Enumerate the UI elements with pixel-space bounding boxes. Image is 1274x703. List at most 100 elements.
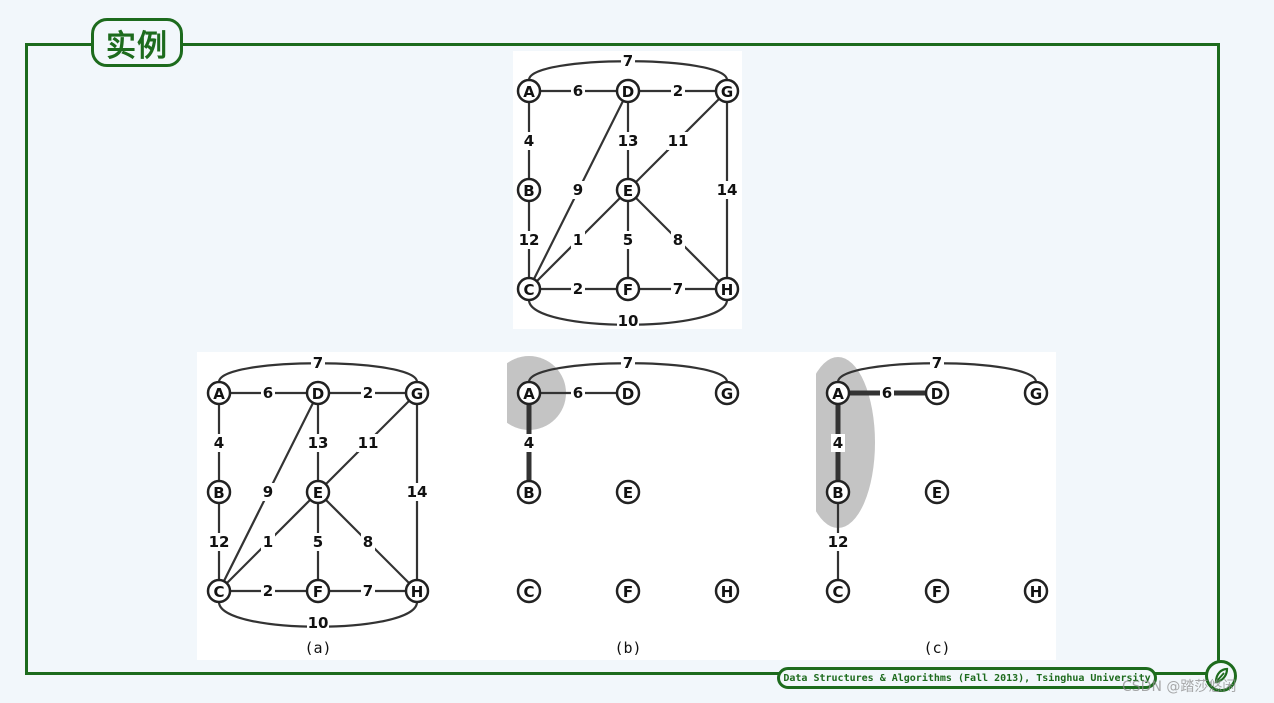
edge-weight-A-D: 6 bbox=[263, 384, 273, 402]
node-C: C bbox=[825, 578, 851, 604]
svg-text:D: D bbox=[931, 385, 943, 403]
edge-weight-D-G: 2 bbox=[673, 82, 683, 100]
svg-text:E: E bbox=[313, 484, 323, 502]
edge-weight-C-F: 2 bbox=[573, 280, 583, 298]
svg-text:H: H bbox=[411, 583, 424, 601]
node-B: B bbox=[516, 177, 542, 203]
edge-weight-F-H: 7 bbox=[363, 582, 373, 600]
node-H: H bbox=[714, 276, 740, 302]
svg-text:G: G bbox=[1030, 385, 1042, 403]
svg-text:F: F bbox=[623, 583, 633, 601]
svg-text:H: H bbox=[1030, 583, 1043, 601]
svg-text:F: F bbox=[623, 281, 633, 299]
svg-text:A: A bbox=[213, 385, 225, 403]
svg-text:G: G bbox=[721, 385, 733, 403]
svg-text:D: D bbox=[312, 385, 324, 403]
edge-weight-A-D: 6 bbox=[573, 82, 583, 100]
watermark-text: CSDN @踏莎悠闲 bbox=[1122, 679, 1237, 695]
node-F: F bbox=[924, 578, 950, 604]
node-A: A bbox=[825, 380, 851, 406]
svg-text:H: H bbox=[721, 281, 734, 299]
svg-text:B: B bbox=[523, 182, 534, 200]
svg-text:G: G bbox=[411, 385, 423, 403]
edge-weight-G-H: 14 bbox=[717, 181, 738, 199]
node-C: C bbox=[206, 578, 232, 604]
svg-text:A: A bbox=[832, 385, 844, 403]
edge-weight-D-G: 2 bbox=[363, 384, 373, 402]
highlight-region-AB bbox=[816, 357, 875, 528]
node-G: G bbox=[1023, 380, 1049, 406]
svg-text:A: A bbox=[523, 83, 535, 101]
edge-weight-F-H: 7 bbox=[673, 280, 683, 298]
edge-weight-A-G: 7 bbox=[932, 354, 942, 372]
node-E: E bbox=[615, 177, 641, 203]
svg-text:F: F bbox=[932, 583, 942, 601]
edge-weight-A-B: 4 bbox=[833, 434, 843, 452]
edge-weight-A-B: 4 bbox=[524, 434, 534, 452]
edge-weight-B-C: 12 bbox=[209, 533, 230, 551]
edge-weight-A-G: 7 bbox=[623, 52, 633, 70]
svg-text:C: C bbox=[213, 583, 224, 601]
edge-weight-G-H: 14 bbox=[407, 483, 428, 501]
node-D: D bbox=[305, 380, 331, 406]
edge-weight-E-F: 5 bbox=[313, 533, 323, 551]
leaf-icon[interactable] bbox=[1205, 660, 1237, 692]
node-H: H bbox=[1023, 578, 1049, 604]
slide-title: 实例 bbox=[91, 18, 183, 67]
edge-weight-C-H: 10 bbox=[618, 312, 639, 329]
edge-weight-A-B: 4 bbox=[214, 434, 224, 452]
edge-weight-A-D: 6 bbox=[573, 384, 583, 402]
edge-weight-C-E: 1 bbox=[573, 231, 583, 249]
svg-text:A: A bbox=[523, 385, 535, 403]
edge-weight-B-C: 12 bbox=[519, 231, 540, 249]
footer-course-label: Data Structures & Algorithms (Fall 2013)… bbox=[777, 667, 1157, 689]
edge-weight-D-C: 9 bbox=[573, 181, 583, 199]
node-B: B bbox=[516, 479, 542, 505]
svg-text:B: B bbox=[523, 484, 534, 502]
node-H: H bbox=[404, 578, 430, 604]
edge-weight-D-E: 13 bbox=[308, 434, 329, 452]
svg-text:C: C bbox=[832, 583, 843, 601]
node-B: B bbox=[825, 479, 851, 505]
svg-text:E: E bbox=[623, 182, 633, 200]
svg-text:D: D bbox=[622, 385, 634, 403]
panel-caption-c: (c) bbox=[923, 639, 950, 657]
edge-weight-A-G: 7 bbox=[313, 354, 323, 372]
edge-weight-D-E: 13 bbox=[618, 132, 639, 150]
svg-text:C: C bbox=[523, 281, 534, 299]
edge-weight-C-E: 1 bbox=[263, 533, 273, 551]
edge-weight-E-H: 8 bbox=[673, 231, 683, 249]
node-G: G bbox=[714, 380, 740, 406]
edge-weight-C-H: 10 bbox=[308, 614, 329, 632]
node-C: C bbox=[516, 578, 542, 604]
edge-weight-C-F: 2 bbox=[263, 582, 273, 600]
svg-text:E: E bbox=[623, 484, 633, 502]
edge-weight-A-D: 6 bbox=[882, 384, 892, 402]
node-E: E bbox=[615, 479, 641, 505]
node-D: D bbox=[615, 78, 641, 104]
node-C: C bbox=[516, 276, 542, 302]
panel-caption-a: (a) bbox=[304, 639, 331, 657]
node-A: A bbox=[206, 380, 232, 406]
svg-text:G: G bbox=[721, 83, 733, 101]
edge-weight-E-H: 8 bbox=[363, 533, 373, 551]
edge-weight-G-E: 11 bbox=[358, 434, 379, 452]
node-F: F bbox=[305, 578, 331, 604]
svg-text:D: D bbox=[622, 83, 634, 101]
node-G: G bbox=[714, 78, 740, 104]
svg-text:B: B bbox=[832, 484, 843, 502]
svg-text:C: C bbox=[523, 583, 534, 601]
node-D: D bbox=[615, 380, 641, 406]
node-F: F bbox=[615, 578, 641, 604]
node-F: F bbox=[615, 276, 641, 302]
slide-frame bbox=[25, 43, 1220, 675]
node-E: E bbox=[305, 479, 331, 505]
edge-weight-A-B: 4 bbox=[524, 132, 534, 150]
node-D: D bbox=[924, 380, 950, 406]
